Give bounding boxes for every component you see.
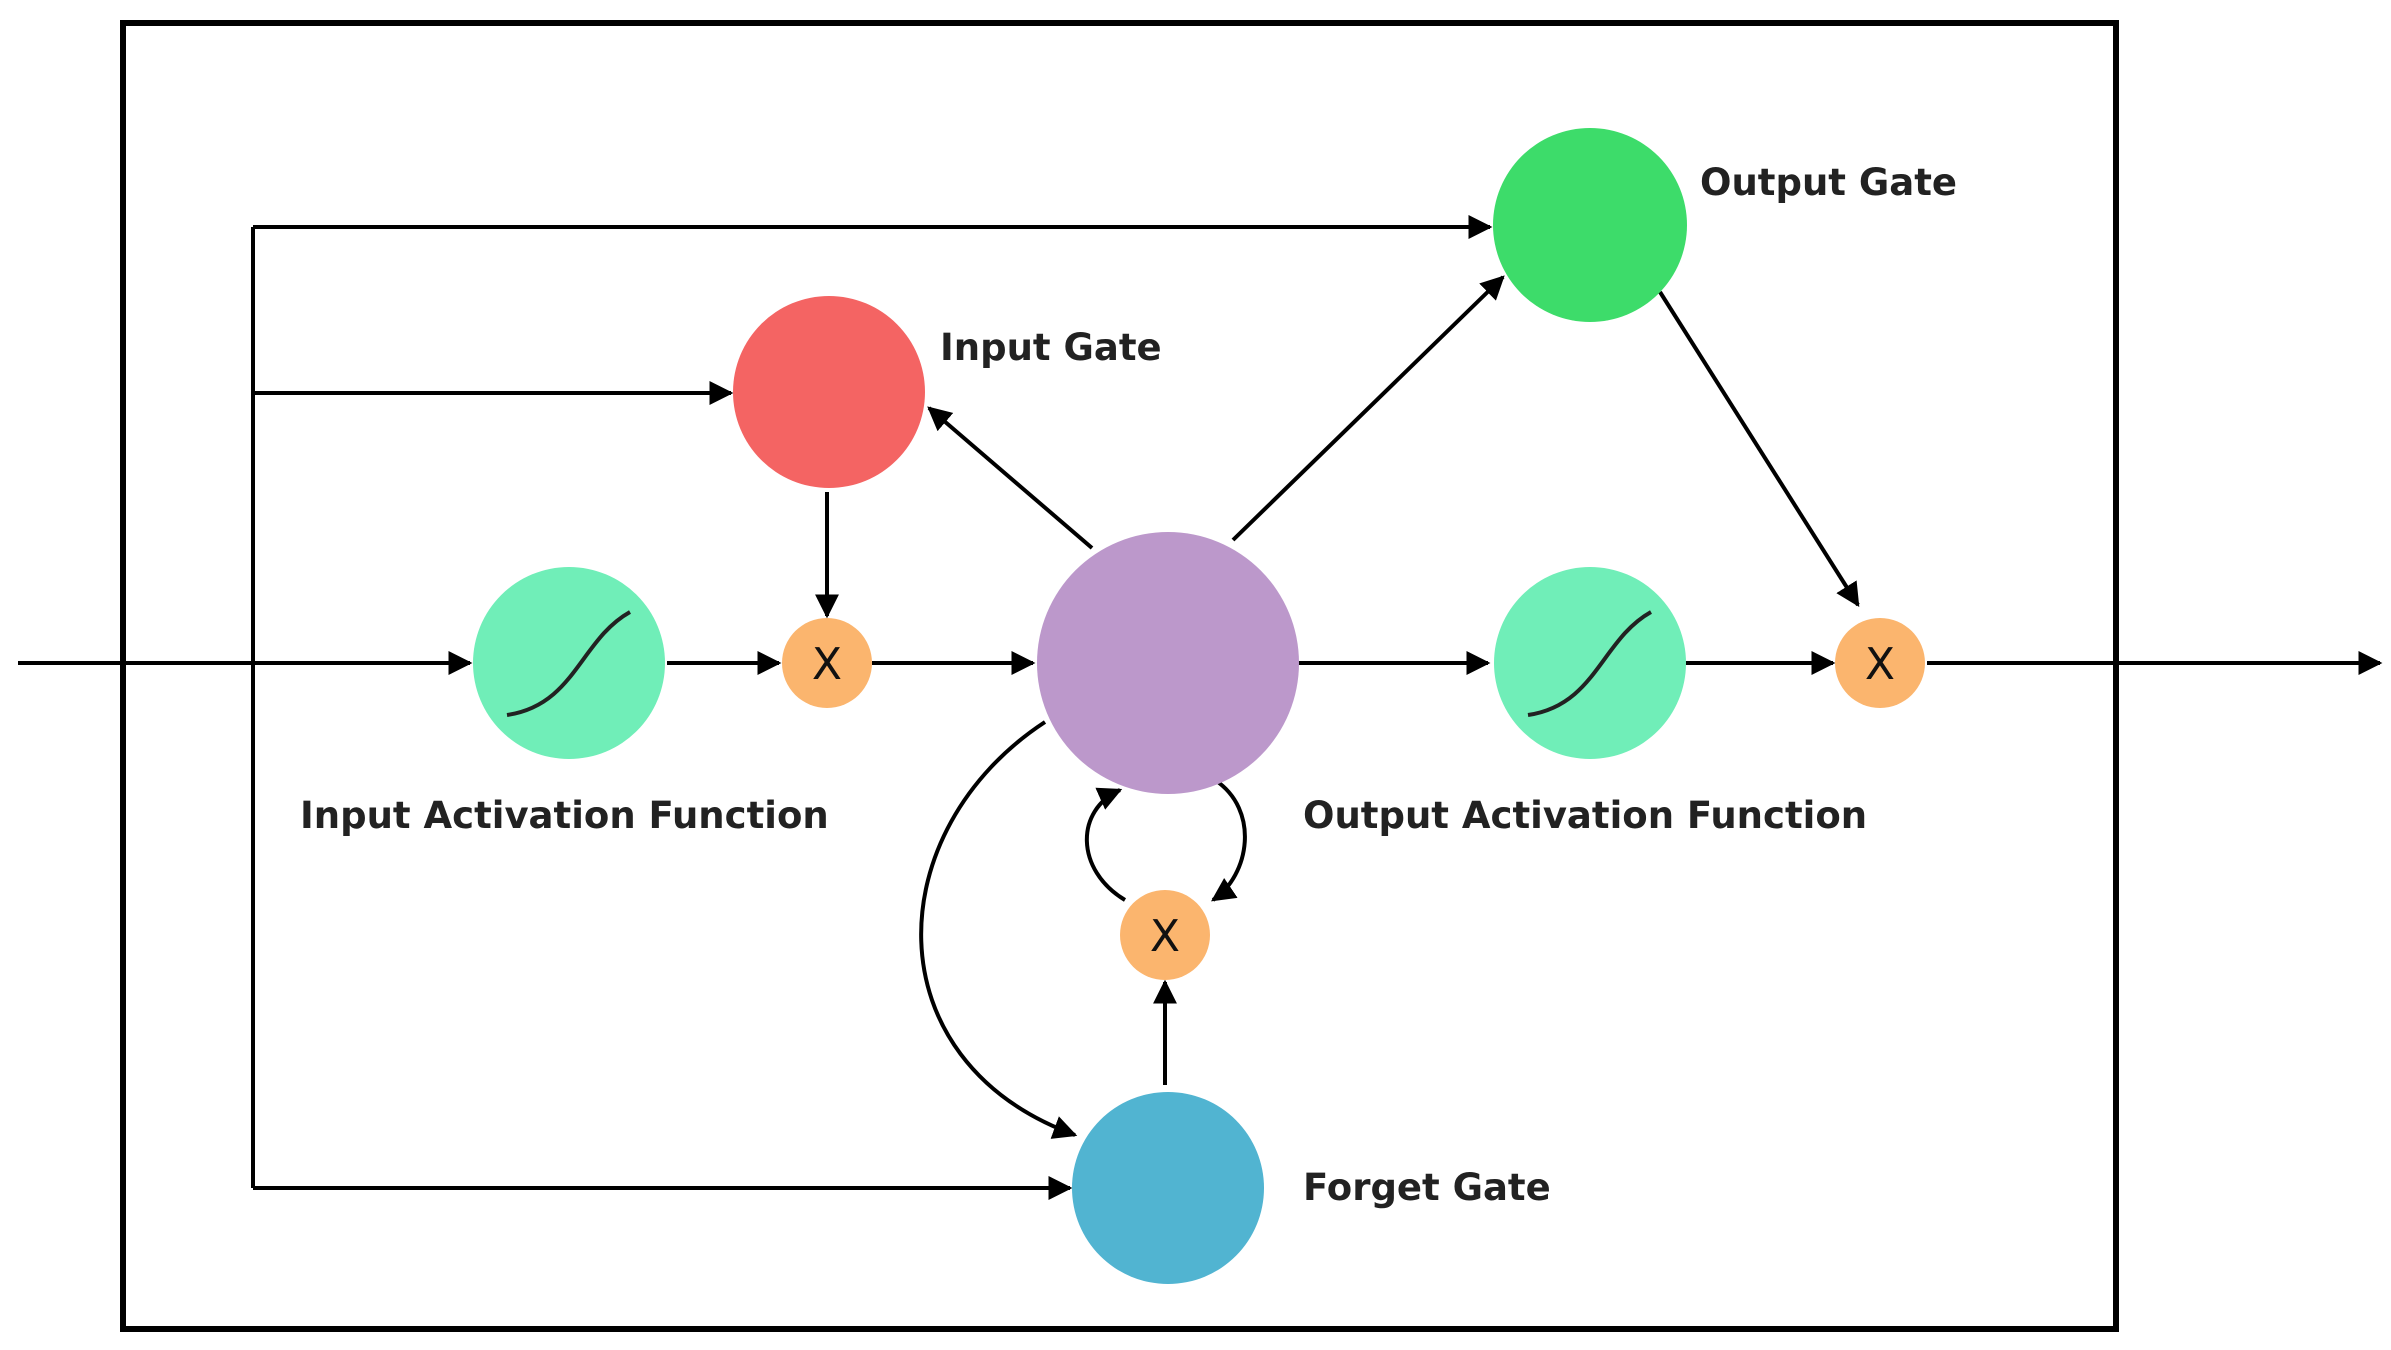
forget-multiplier-to-cell-curve xyxy=(1084,787,1127,902)
sigmoid-curve-icon xyxy=(506,610,631,717)
output-gate-label: Output Gate xyxy=(1700,161,1957,204)
forget-multiplier-symbol: X xyxy=(1150,911,1180,962)
cell-to-output-gate xyxy=(1231,275,1505,542)
cell-to-forget-gate-curve xyxy=(919,720,1078,1139)
output-gate-node xyxy=(1493,128,1687,322)
forget-multiplier-node xyxy=(1120,890,1210,980)
cell-to-input-gate xyxy=(927,406,1094,550)
forget-gate-node xyxy=(1072,1092,1264,1284)
output-multiplier-node xyxy=(1835,618,1925,708)
forget-gate-label: Forget Gate xyxy=(1303,1166,1551,1209)
sigmoid-curve-icon xyxy=(1527,610,1652,717)
cell-to-forget-multiplier-curve xyxy=(1211,778,1247,902)
cell-frame xyxy=(120,20,2119,1332)
input-multiplier-node xyxy=(782,618,872,708)
input-multiplier-symbol: X xyxy=(812,639,842,690)
output-activation-label: Output Activation Function xyxy=(1303,794,1867,837)
cell-state-node xyxy=(1037,532,1299,794)
input-gate-node xyxy=(733,296,925,488)
input-activation-label: Input Activation Function xyxy=(300,794,829,837)
input-activation-node xyxy=(473,567,665,759)
output-multiplier-symbol: X xyxy=(1865,639,1895,690)
output-gate-to-multiplier xyxy=(1658,290,1860,608)
output-activation-node xyxy=(1494,567,1686,759)
input-gate-label: Input Gate xyxy=(940,326,1162,369)
